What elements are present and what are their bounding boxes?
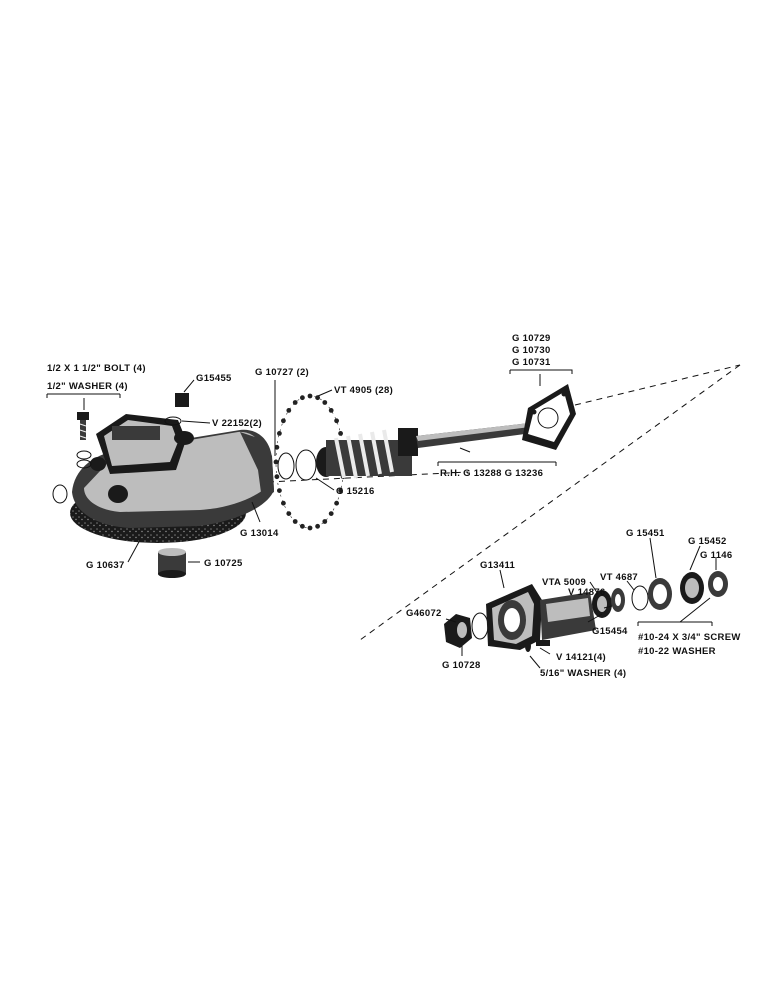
label-g15216: G 15216 <box>336 486 375 497</box>
bearing-ball-icon <box>300 395 305 401</box>
washer-icon <box>277 452 295 480</box>
bearing-ball-icon <box>328 511 334 516</box>
label-g13411: G13411 <box>480 560 515 571</box>
label-vta5009: VTA 5009 <box>542 577 586 588</box>
label-g15455: G15455 <box>196 373 232 384</box>
bearing-race-icon <box>680 572 704 604</box>
leader-lines <box>46 369 717 669</box>
label-washer-516: 5/16" WASHER (4) <box>540 668 626 679</box>
bearing-ball-icon <box>322 400 328 405</box>
washer-icon <box>631 585 649 611</box>
label-g15454: G15454 <box>592 626 628 637</box>
bearing-ball-icon <box>286 408 292 413</box>
bearing-ball-icon <box>274 474 280 480</box>
screw-icon <box>525 640 550 652</box>
label-v22152: V 22152(2) <box>212 418 262 429</box>
label-washer-half: 1/2" WASHER (4) <box>47 381 128 392</box>
label-v14876: V 14876 <box>568 587 606 598</box>
housing-icon <box>70 414 274 543</box>
label-g10731: G 10731 <box>512 357 551 368</box>
bearing-ball-icon <box>281 500 286 506</box>
label-v14121: V 14121(4) <box>556 652 606 663</box>
label-g15451: G 15451 <box>626 528 665 539</box>
bearing-ball-icon <box>338 488 343 493</box>
label-g10725: G 10725 <box>204 558 243 569</box>
washer-icon <box>76 450 92 460</box>
housing-icon <box>486 584 596 650</box>
gear-icon <box>316 428 418 479</box>
label-g1146: G 1146 <box>700 550 732 561</box>
nut-icon <box>444 614 472 648</box>
bearing-race-icon <box>648 578 672 610</box>
bearing-ball-icon <box>273 459 279 465</box>
label-vt4905: VT 4905 (28) <box>334 385 393 396</box>
cap-icon <box>708 571 728 597</box>
shaft-icon <box>416 422 540 448</box>
label-g10728: G 10728 <box>442 660 481 671</box>
bearing-ball-icon <box>322 519 328 524</box>
bearing-ball-icon <box>307 525 313 531</box>
bolt-icon <box>77 412 89 440</box>
guide-line-diagonal <box>359 364 741 641</box>
guide-line-top <box>574 364 741 406</box>
washer-icon <box>164 416 182 426</box>
bearing-ball-icon <box>334 500 339 506</box>
label-vt4687: VT 4687 <box>600 572 638 583</box>
label-g10730: G 10730 <box>512 345 551 356</box>
label-g13014: G 13014 <box>240 528 279 539</box>
washer-icon <box>471 612 489 640</box>
label-g10637: G 10637 <box>86 560 125 571</box>
guide-line-housing <box>267 471 469 483</box>
plug-icon <box>175 393 189 407</box>
bearing-ball-icon <box>315 395 320 401</box>
label-rh-shaft: R.H. G 13288 G 13236 <box>440 468 543 479</box>
bearing-ball-icon <box>277 431 282 436</box>
label-washer-10: #10-22 WASHER <box>638 646 716 657</box>
washer-icon <box>52 484 68 504</box>
bearing-race-icon <box>295 449 317 481</box>
label-screw: #10-24 X 3/4" SCREW <box>638 632 741 643</box>
bearing-ball-icon <box>281 418 286 424</box>
bearing-ball-icon <box>300 523 305 529</box>
label-g15452: G 15452 <box>688 536 727 547</box>
bearing-ball-icon <box>286 511 292 516</box>
label-bolt: 1/2 X 1 1/2" BOLT (4) <box>47 363 146 374</box>
bearing-ball-icon <box>334 418 339 424</box>
label-g46072: G46072 <box>406 608 442 619</box>
bushing-icon <box>158 548 186 578</box>
bearing-ball-icon <box>338 431 343 436</box>
bearing-ball-icon <box>328 408 334 413</box>
label-g10729: G 10729 <box>512 333 551 344</box>
label-g10727: G 10727 (2) <box>255 367 309 378</box>
flange-plate-icon <box>522 384 576 450</box>
washer-icon <box>76 459 92 469</box>
